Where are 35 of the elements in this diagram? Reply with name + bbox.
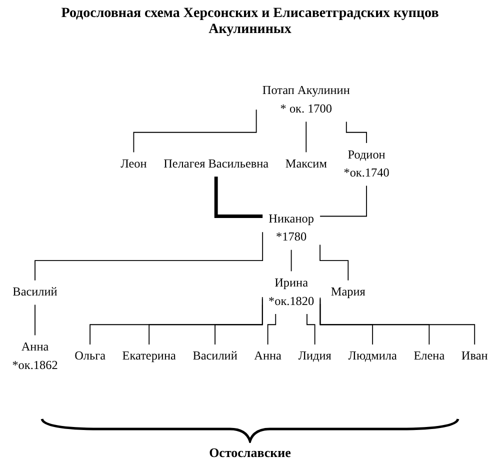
node-text: Пелагея Васильевна	[164, 158, 269, 171]
connector	[214, 304, 263, 345]
node-text: Людмила	[348, 350, 397, 363]
node-text: Мария	[330, 286, 366, 299]
connector	[306, 121, 307, 153]
connector	[214, 176, 263, 218]
connector	[133, 109, 257, 153]
node-text: Леон	[120, 158, 147, 171]
node-text: Максим	[285, 158, 327, 171]
connector	[306, 313, 316, 345]
connector	[148, 298, 263, 345]
node-text: Василий	[12, 286, 58, 299]
group-label: Остославские	[209, 445, 291, 461]
node-text: Анна *ок.1862	[12, 340, 58, 372]
node-text: Родион *ок.1740	[344, 148, 390, 180]
diagram-title: Родословная схема Херсонских и Елисаветградских купцов Акулининых	[60, 6, 440, 38]
node-text: Ольга	[74, 350, 106, 363]
connector	[346, 121, 367, 144]
node-text: Лидия	[298, 350, 332, 363]
connector	[320, 244, 349, 281]
node-text: Иван	[461, 350, 488, 363]
node-text: Василий	[192, 350, 238, 363]
node-text: Елена	[414, 350, 445, 363]
connector	[320, 185, 367, 217]
node-text: Никанор *1780	[268, 212, 314, 244]
connector	[290, 249, 292, 272]
node-text: Екатерина	[122, 350, 176, 363]
connector	[320, 297, 476, 345]
connector	[267, 313, 276, 345]
node-text: Анна	[254, 350, 282, 363]
connector	[34, 304, 36, 336]
node-text: Ирина *ок.1820	[268, 276, 314, 308]
connector	[34, 232, 264, 281]
node-text: Потап Акулинин * ок. 1700	[262, 84, 350, 116]
connector	[90, 296, 263, 345]
